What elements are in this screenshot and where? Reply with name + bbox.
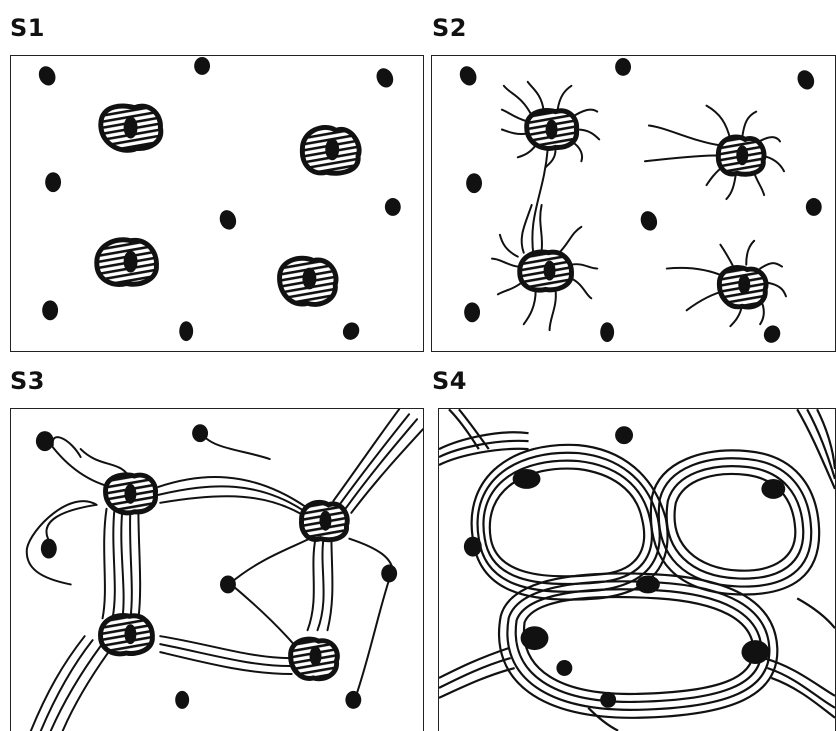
cells (97, 106, 359, 304)
panel-s3-illustration (11, 409, 423, 731)
panel-s2-illustration (432, 56, 835, 351)
panel-label-s2: S2 (432, 14, 467, 42)
panel-label-s4: S4 (432, 367, 467, 395)
mycelial-network (439, 409, 835, 730)
panel-label-s1: S1 (10, 14, 45, 42)
cells (520, 110, 766, 307)
panel-s1-illustration (11, 56, 423, 351)
hyphae (27, 409, 423, 730)
panel-s2 (431, 55, 836, 352)
inert-particles (457, 58, 822, 346)
panel-s1 (10, 55, 424, 352)
inert-particles (36, 57, 401, 343)
panel-label-s3: S3 (10, 367, 45, 395)
inert-particles (36, 424, 397, 709)
panel-s4 (438, 408, 836, 731)
panel-s4-illustration (439, 409, 835, 731)
panel-s3 (10, 408, 424, 731)
